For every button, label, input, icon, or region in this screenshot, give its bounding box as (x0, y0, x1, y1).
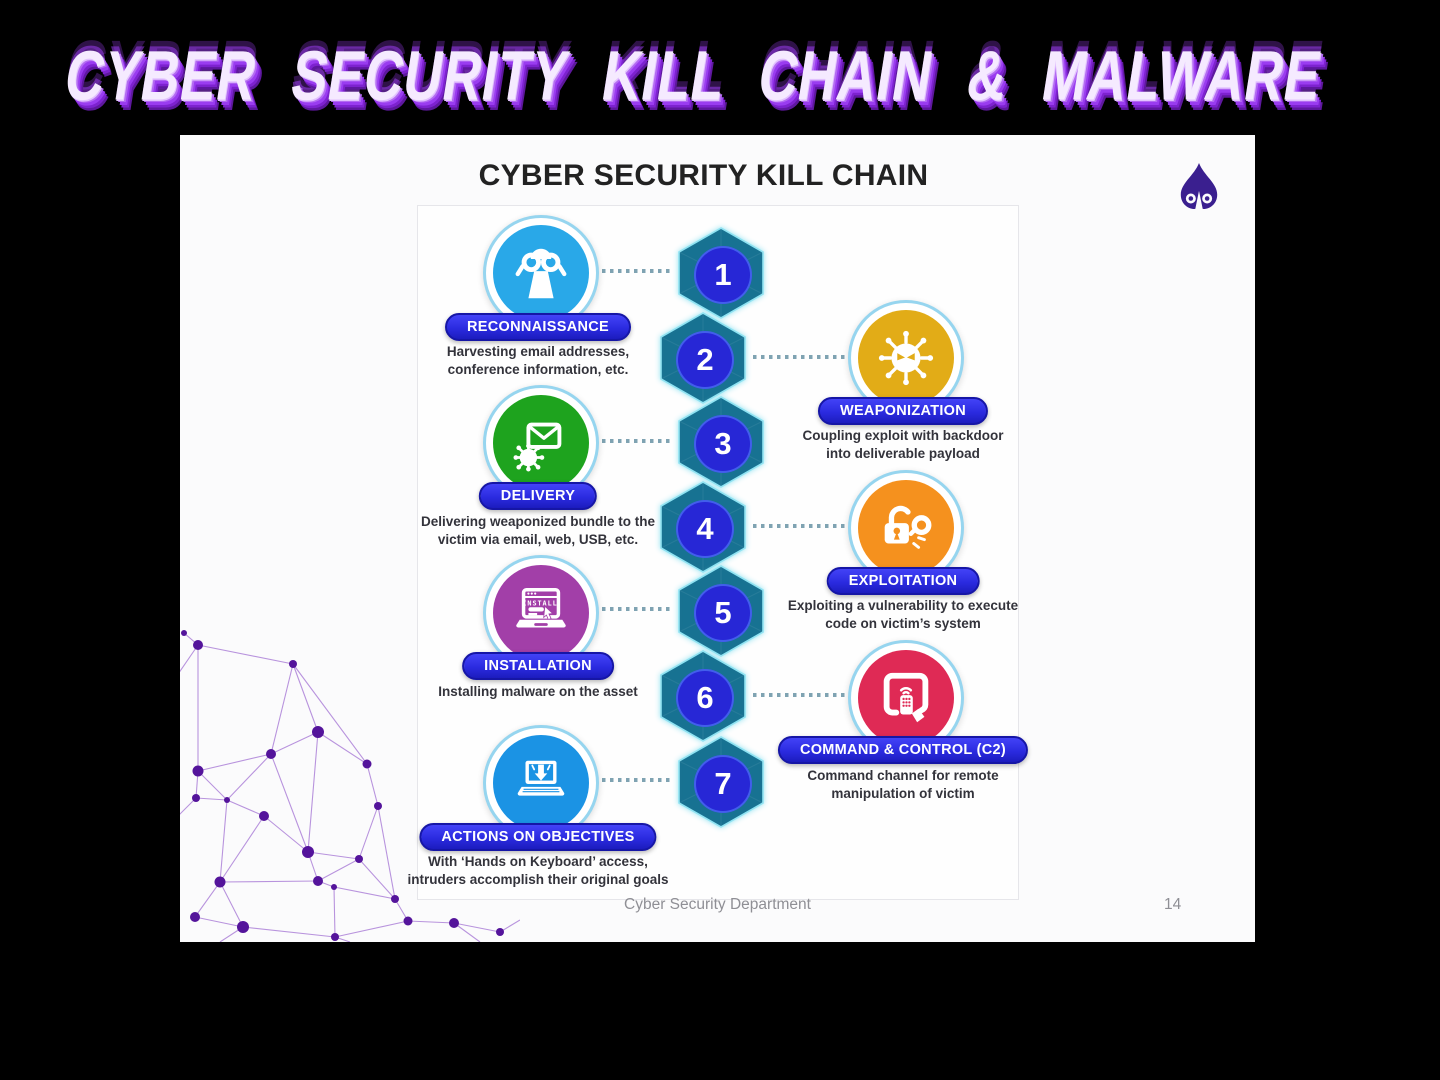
command-control-label: COMMAND & CONTROL (C2) (777, 736, 1029, 764)
network-pattern (180, 630, 520, 942)
command-control-caption: Command channel for remote manipulation … (807, 768, 999, 802)
connector-1 (594, 269, 674, 273)
exploitation-label: EXPLOITATION (826, 567, 980, 595)
slide-footer: Cyber Security Department (624, 896, 811, 913)
banner: CYBER SECURITY KILL CHAIN & MALWARE (60, 34, 1436, 118)
connector-7 (594, 778, 674, 782)
hands-on-keyboard-icon (517, 760, 565, 796)
remote-control-icon (883, 672, 929, 723)
slide-title: CYBER SECURITY KILL CHAIN (478, 159, 929, 192)
weaponization-caption: Coupling exploit with backdoor into deli… (802, 428, 1004, 462)
exploitation-caption: Exploiting a vulnerability to execute co… (787, 598, 1019, 632)
envelope-virus-icon (513, 422, 562, 472)
virus-icon (878, 330, 934, 386)
connector-3 (594, 439, 674, 443)
presentation-slide: CYBER SECURITY KILL CHAIN (180, 135, 1255, 942)
hex-step-6: 6 (655, 648, 751, 744)
reconnaissance-caption: Harvesting email addresses, conference i… (446, 344, 630, 378)
connector-2 (753, 355, 846, 359)
connector-4 (753, 524, 846, 528)
svg-text:INSTALL: INSTALL (522, 599, 557, 607)
actions-objectives-label: ACTIONS ON OBJECTIVES (419, 823, 657, 851)
actions-objectives-caption: With ‘Hands on Keyboard’ access, intrude… (407, 854, 669, 888)
hex-step-2: 2 (655, 310, 751, 406)
banner-title: CYBER SECURITY KILL CHAIN & MALWARE (59, 37, 1328, 115)
delivery-label: DELIVERY (478, 482, 598, 510)
reconnaissance-label: RECONNAISSANCE (445, 313, 631, 341)
installation-caption: Installing malware on the asset (438, 684, 638, 699)
binoculars-person-icon (515, 248, 567, 299)
hex-step-4: 4 (655, 479, 751, 575)
install-laptop-icon: INSTALL (516, 588, 566, 628)
hex-step-7: 7 (673, 734, 769, 830)
hex-step-5: 5 (673, 563, 769, 659)
hex-step-3: 3 (673, 394, 769, 490)
connector-6 (753, 693, 846, 697)
hex-step-1: 1 (673, 225, 769, 321)
installation-label: INSTALLATION (462, 652, 614, 680)
spade-flame-logo-icon (1180, 163, 1218, 212)
connector-5 (594, 607, 674, 611)
delivery-caption: Delivering weaponized bundle to the vict… (420, 514, 656, 548)
page-number: 14 (1164, 896, 1182, 913)
broken-lock-key-icon (884, 505, 932, 549)
weaponization-label: WEAPONIZATION (817, 397, 989, 425)
